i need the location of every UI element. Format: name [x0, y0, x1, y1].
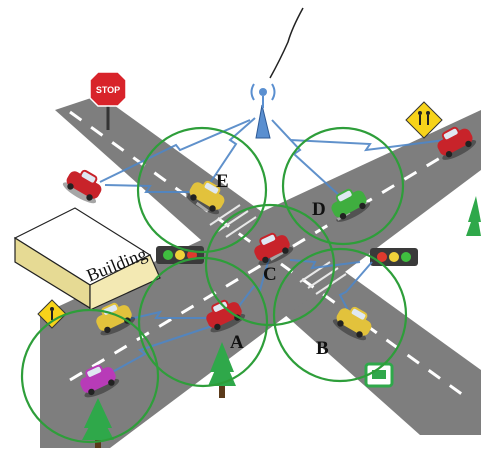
range-circles: [20, 126, 408, 444]
range-circle-c: [204, 203, 336, 327]
link-a-purple: [104, 324, 216, 377]
pedestrian-crossing-sign-icon: [405, 101, 443, 139]
link-car-e: [104, 184, 195, 193]
link-tower-d: [271, 119, 341, 197]
antenna-tower-icon: [250, 83, 276, 139]
range-circle-d: [281, 126, 405, 246]
wireless-links: [99, 117, 446, 377]
building-front: [89, 254, 161, 311]
feeder-line: [269, 7, 304, 79]
road-diagonal-up: [40, 110, 481, 448]
label-a: A: [230, 332, 244, 353]
label-b: B: [316, 338, 329, 359]
link-tower-e: [207, 117, 256, 187]
link-b: [338, 261, 373, 319]
pedestrian-crossing-sign-icon: [37, 299, 67, 329]
link-a-west: [124, 310, 215, 321]
stop-sign-icon: STOP: [89, 71, 127, 130]
link-tower-car: [289, 139, 446, 152]
link-tower-car2: [99, 119, 251, 183]
tree-icon: [208, 342, 236, 398]
range-circle-e: [136, 126, 268, 254]
traffic-light-icon: [370, 248, 418, 266]
building: [13, 207, 161, 311]
crosswalk: [209, 204, 347, 295]
label-c: C: [263, 264, 277, 285]
label-e: E: [216, 171, 229, 192]
stop-sign-text: STOP: [96, 85, 120, 95]
range-circle-purple: [20, 308, 160, 444]
tree-icon: [82, 398, 114, 448]
label-d: D: [312, 199, 326, 220]
tree-icon: [466, 196, 481, 236]
range-circle-a: [137, 256, 269, 388]
car-icon: [60, 163, 108, 207]
range-circle-b: [272, 247, 408, 383]
